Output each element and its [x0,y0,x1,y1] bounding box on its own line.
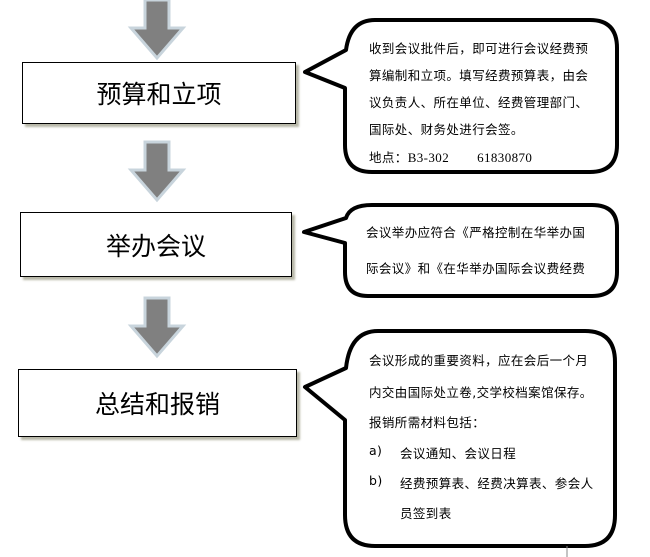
note-text: 会议形成的重要资料，应在会后一个月 [369,353,589,368]
note-text: 收到会议批件后，即可进行会议经费预 [369,41,589,56]
step-box-summary: 总结和报销 [18,369,297,437]
location-line: 地点：B3-302 61830870 [369,147,532,166]
list-marker: b) [369,473,383,488]
down-arrow-icon [129,0,185,60]
note-text: 际会议》和《在华举办国际会议费经费 [366,261,586,276]
note-text: 算编制和立项。填写经费预算表，由会 [369,68,589,83]
list-item-text: 员签到表 [400,506,452,521]
step-label: 总结和报销 [94,390,220,419]
step-box-hold-meeting: 举办会议 [20,212,292,277]
callout-bubble-2 [302,203,619,298]
note-text: 报销所需材料包括： [369,415,486,430]
step-box-budget: 预算和立项 [22,62,296,124]
location-label: 地点： [369,150,408,165]
note-text: 国际处、财务处进行会签。 [369,122,524,137]
note-text: 会议举办应符合《严格控制在华举办国 [366,225,586,240]
step-label: 举办会议 [105,231,206,261]
note-text: 议负责人、所在单位、经费管理部门、 [369,95,589,110]
phone-value: 61830870 [477,150,533,165]
callout-bubble-1 [303,18,619,174]
list-marker: a) [369,443,383,458]
down-arrow-icon [129,296,185,358]
down-arrow-icon [129,140,185,202]
list-item-text: 经费预算表、经费决算表、参会人 [400,476,594,491]
callout-bubble-3 [303,329,617,548]
step-label: 预算和立项 [96,80,222,109]
location-value: B3-302 [407,150,450,165]
note-text: 内交由国际处立卷,交学校档案馆保存。 [369,385,593,400]
list-item-text: 会议通知、会议日程 [400,446,517,461]
